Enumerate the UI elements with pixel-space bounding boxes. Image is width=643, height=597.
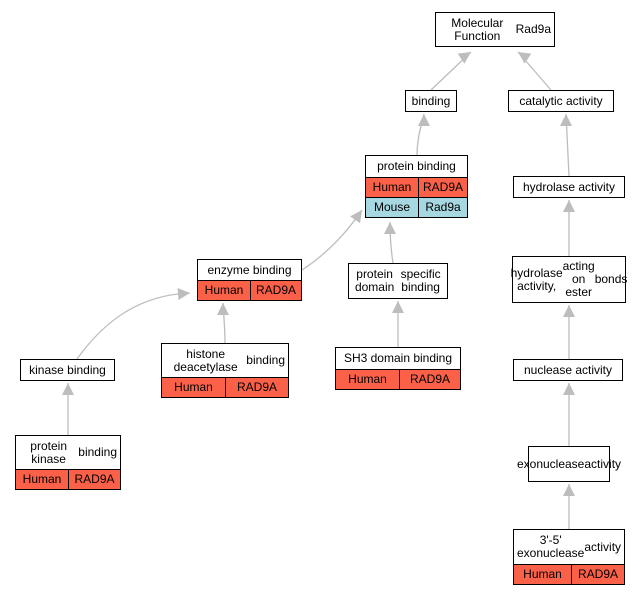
node-title: kinase binding bbox=[21, 360, 114, 380]
node-title-line: binding bbox=[411, 93, 451, 108]
node-title-line: protein kinase bbox=[30, 438, 67, 466]
gene-label: RAD9A bbox=[225, 378, 288, 397]
node-title-line: enzyme binding bbox=[207, 262, 292, 277]
node-title-line: kinase binding bbox=[29, 362, 106, 377]
arrowhead-icon bbox=[350, 210, 362, 224]
node-title-line: protein binding bbox=[377, 159, 456, 173]
arrowhead-icon bbox=[62, 383, 74, 395]
node-molecular-function[interactable]: Molecular Function Rad9a bbox=[435, 12, 555, 47]
node-kinase-binding[interactable]: kinase binding bbox=[20, 359, 115, 381]
node-title: protein binding bbox=[366, 156, 467, 177]
node-title-line: bonds bbox=[594, 272, 628, 286]
node-title-line: Molecular Function bbox=[451, 15, 504, 43]
node-title-line: histone deacetylase bbox=[173, 346, 238, 374]
node-title-line: protein domain bbox=[354, 267, 395, 294]
node-title-line: hydrolase activity bbox=[522, 179, 616, 194]
node-title-line: Rad9a bbox=[515, 22, 551, 36]
species-label: Human bbox=[336, 370, 399, 389]
edge-enzyme-binding bbox=[301, 209, 363, 271]
arrowhead-icon bbox=[418, 114, 430, 126]
arrowhead-icon bbox=[563, 200, 575, 212]
node-title: nuclease activity bbox=[514, 360, 622, 380]
node-title-line: catalytic activity bbox=[519, 93, 603, 108]
species-label: Human bbox=[162, 378, 225, 397]
node-title: catalytic activity bbox=[509, 91, 613, 111]
arrowhead-icon bbox=[563, 484, 575, 496]
node-title-line: activity bbox=[584, 539, 622, 554]
node-title: hydrolase activity bbox=[514, 177, 624, 197]
node-hydrolase-activity[interactable]: hydrolase activity bbox=[513, 176, 625, 198]
gene-label: RAD9A bbox=[399, 370, 460, 389]
species-label: Human bbox=[514, 565, 571, 584]
arrowhead-icon bbox=[384, 222, 396, 234]
node-title: binding bbox=[406, 91, 456, 111]
arrowhead-icon bbox=[177, 288, 190, 300]
species-label: Mouse bbox=[366, 198, 418, 217]
arrowhead-icon bbox=[560, 114, 572, 126]
node-title-line: 3'-5' exonuclease bbox=[516, 533, 585, 560]
node-title-line: activity bbox=[584, 456, 622, 471]
node-title: protein kinase binding bbox=[16, 436, 120, 469]
node-nuclease-activity[interactable]: nuclease activity bbox=[513, 359, 623, 381]
gene-label: Rad9a bbox=[418, 198, 467, 217]
node-title: histone deacetylase binding bbox=[162, 344, 288, 377]
node-title: SH3 domain binding bbox=[336, 348, 460, 369]
node-title-line: SH3 domain binding bbox=[343, 351, 453, 365]
arrowhead-icon bbox=[518, 52, 532, 64]
node-title-line: binding bbox=[78, 445, 117, 459]
node-title-line: nuclease activity bbox=[523, 362, 613, 377]
node-title-line: specific binding bbox=[400, 267, 441, 294]
gene-label: RAD9A bbox=[68, 470, 120, 489]
node-catalytic-activity[interactable]: catalytic activity bbox=[508, 90, 614, 112]
node-title-line: exonuclease bbox=[516, 456, 585, 471]
gene-label: RAD9A bbox=[250, 281, 301, 300]
node-title: Molecular Function Rad9a bbox=[436, 13, 554, 46]
arrowhead-icon bbox=[457, 52, 471, 64]
node-title: enzyme binding bbox=[198, 260, 301, 280]
node-title-line: binding bbox=[246, 353, 285, 367]
gene-label: RAD9A bbox=[571, 565, 624, 584]
species-label: Human bbox=[366, 178, 418, 197]
node-binding[interactable]: binding bbox=[405, 90, 457, 112]
species-label: Human bbox=[16, 470, 68, 489]
node-title-line: hydrolase activity, bbox=[510, 265, 563, 293]
arrowhead-icon bbox=[217, 303, 229, 315]
arrowhead-icon bbox=[563, 305, 575, 317]
species-label: Human bbox=[198, 281, 250, 300]
node-title-line: acting on ester bbox=[562, 259, 595, 299]
gene-label: RAD9A bbox=[418, 178, 467, 197]
arrowhead-icon bbox=[563, 383, 575, 395]
edge-kinase-binding bbox=[76, 292, 191, 360]
arrowhead-icon bbox=[392, 301, 404, 313]
